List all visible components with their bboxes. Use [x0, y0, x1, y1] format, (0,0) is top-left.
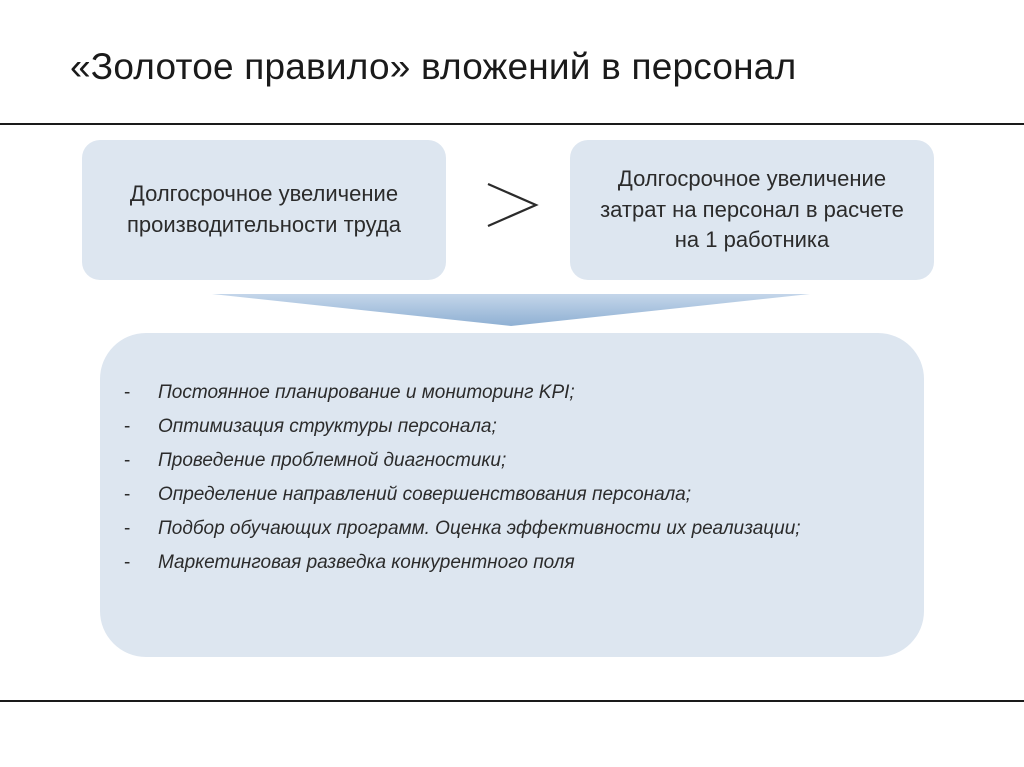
list-item: - Проведение проблемной диагностики; — [124, 444, 824, 478]
list-item: - Оптимизация структуры персонала; — [124, 410, 824, 444]
list-bullet: - — [124, 382, 131, 403]
list-item-text: Маркетинговая разведка конкурентного пол… — [158, 552, 575, 573]
list-bullet: - — [124, 518, 131, 539]
title-divider — [0, 123, 1024, 125]
staff-cost-growth-text: Долгосрочное увеличение затрат на персон… — [600, 165, 904, 253]
staff-cost-growth-box: Долгосрочное увеличение затрат на персон… — [570, 140, 934, 280]
list-item-text: Подбор обучающих программ. Оценка эффект… — [158, 518, 801, 539]
list-item-text: Проведение проблемной диагностики; — [158, 450, 507, 471]
measures-list: - Постоянное планирование и мониторинг KP… — [124, 376, 824, 580]
list-item-text: Определение направлений совершенствовани… — [158, 484, 692, 505]
list-item-text: Постоянное планирование и мониторинг KPI… — [158, 382, 575, 403]
list-bullet: - — [124, 450, 131, 471]
list-bullet: - — [124, 552, 131, 573]
list-item: - Подбор обучающих программ. Оценка эффек… — [124, 512, 824, 546]
list-item: - Маркетинговая разведка конкурентного по… — [124, 546, 824, 580]
greater-than-icon: > — [487, 182, 539, 228]
list-item-text: Оптимизация структуры персонала; — [158, 416, 497, 437]
list-bullet: - — [124, 416, 131, 437]
list-item: - Постоянное планирование и мониторинг KP… — [124, 376, 824, 410]
measures-panel — [100, 333, 924, 657]
productivity-growth-text: Долгосрочное увеличение производительнос… — [127, 181, 401, 237]
list-bullet: - — [124, 484, 131, 505]
down-funnel-arrow — [212, 294, 810, 326]
slide-title: «Золотое правило» вложений в персонал — [70, 46, 797, 87]
footer-divider — [0, 700, 1024, 702]
list-item: - Определение направлений совершенствован… — [124, 478, 824, 512]
productivity-growth-box: Долгосрочное увеличение производительнос… — [82, 140, 446, 280]
